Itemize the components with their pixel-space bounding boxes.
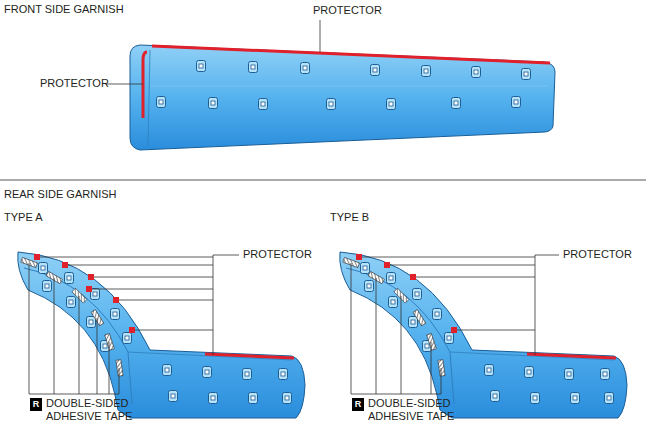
leader-line — [106, 84, 143, 85]
leader-line — [29, 255, 239, 394]
type-label: TYPE B — [330, 211, 369, 224]
type-label: TYPE A — [4, 211, 43, 224]
part-label: PROTECTOR — [563, 248, 632, 261]
section-title: FRONT SIDE GARNISH — [4, 3, 124, 16]
symbol-letter: R — [355, 398, 362, 410]
symbol-letter: R — [33, 398, 40, 410]
part-label: PROTECTOR — [313, 4, 382, 17]
rear-garnish-type-b — [340, 252, 627, 418]
protector-strip — [152, 46, 550, 63]
section-title: REAR SIDE GARNISH — [4, 188, 116, 201]
protector-strip — [143, 52, 147, 118]
leader-line — [320, 20, 321, 52]
part-label: DOUBLE-SIDED ADHESIVE TAPE — [368, 397, 468, 423]
front-garnish — [106, 20, 555, 150]
symbol-box: R — [30, 398, 42, 411]
part-label: DOUBLE-SIDED ADHESIVE TAPE — [46, 397, 146, 423]
rear-garnish-type-a — [18, 252, 305, 418]
section-divider — [0, 180, 646, 181]
symbol-box: R — [352, 398, 364, 411]
leader-line — [351, 255, 559, 394]
part-label: PROTECTOR — [40, 77, 109, 90]
part-label: PROTECTOR — [243, 248, 312, 261]
